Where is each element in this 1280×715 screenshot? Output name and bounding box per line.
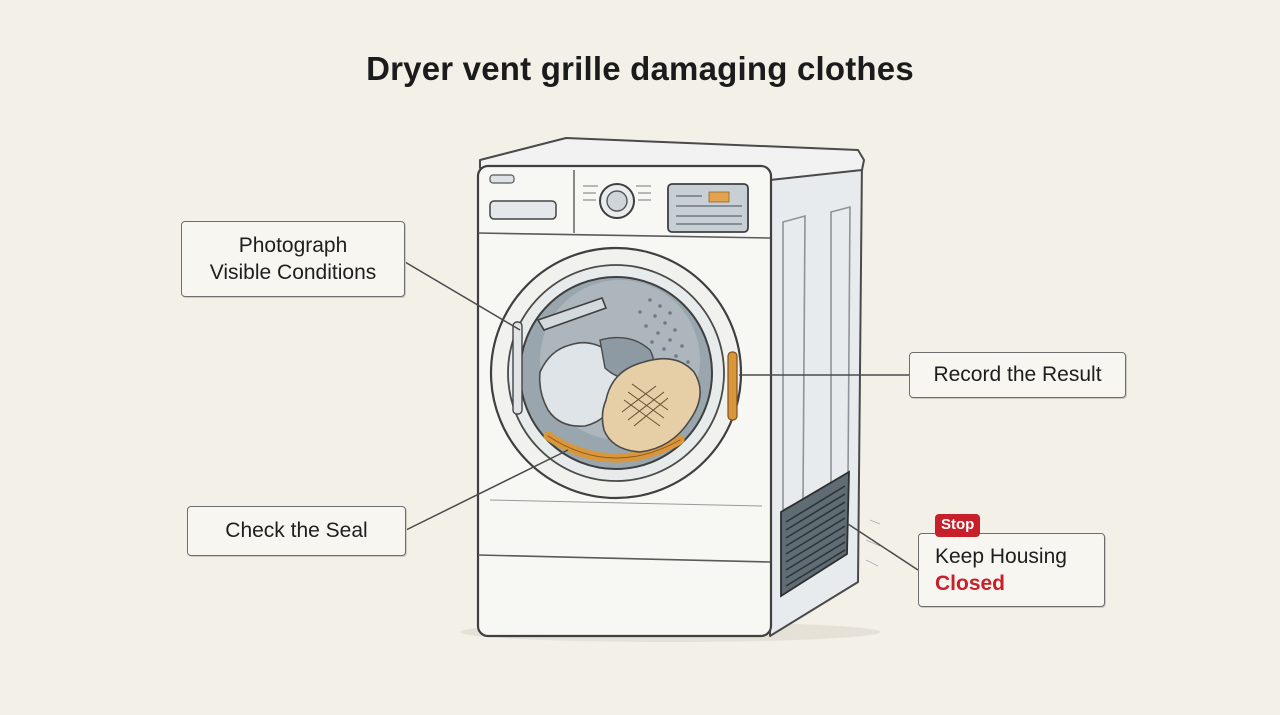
display-panel <box>667 183 749 233</box>
callout-seal: Check the Seal <box>187 506 406 556</box>
detergent-drawer <box>489 200 557 220</box>
leader-line-photograph <box>404 261 521 331</box>
callout-housing-line2: Closed <box>935 572 1006 595</box>
callout-record: Record the Result <box>909 352 1126 398</box>
callout-record-label: Record the Result <box>933 363 1102 387</box>
callout-photograph: Photograph Visible Conditions <box>181 221 405 297</box>
leader-line-housing <box>847 523 919 571</box>
vent-grille <box>780 470 881 598</box>
page-title: Dryer vent grille damaging clothes <box>366 50 914 87</box>
callout-housing: Keep Housing Closed <box>918 533 1105 607</box>
stop-badge: Stop <box>935 514 981 537</box>
callout-seal-label: Check the Seal <box>225 519 368 543</box>
leader-line-seal <box>405 449 569 531</box>
damaged-fabric <box>601 357 701 453</box>
callout-housing-line1: Keep Housing <box>935 544 1067 568</box>
door-latch <box>727 351 738 421</box>
control-dial <box>583 183 651 219</box>
callout-photograph-line1: Photograph <box>238 233 348 257</box>
callout-photograph-line2: Visible Conditions <box>209 261 377 284</box>
door-window <box>489 246 743 500</box>
